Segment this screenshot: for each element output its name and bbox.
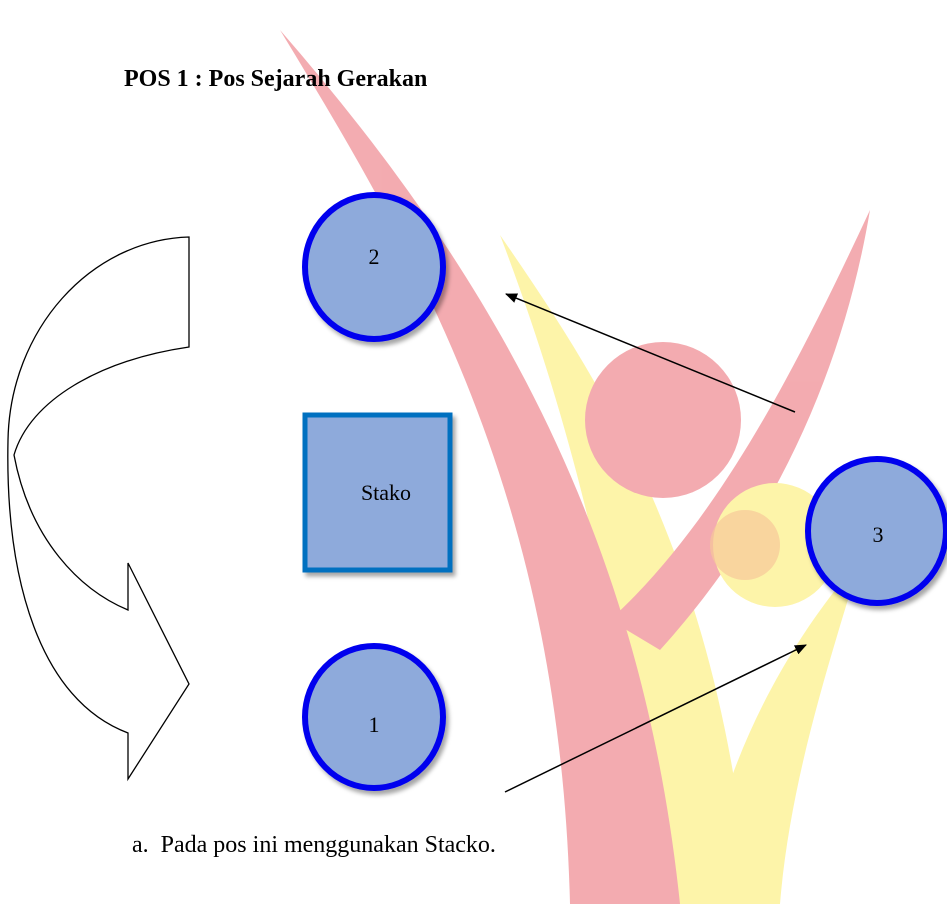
page-title: POS 1 : Pos Sejarah Gerakan [124,66,428,92]
node-pos-2-label: 2 [369,244,380,269]
watermark-yellow-swoosh [500,235,750,904]
watermark-red-left-swoosh [280,30,680,904]
node-pos-1: 1 [302,643,446,791]
watermark-red-dot [585,342,741,498]
node-pos-3: 3 [805,456,947,606]
watermark-orange-overlap [710,510,780,580]
stako-box: Stako [302,412,453,573]
watermark-red-right-swoosh [610,210,870,650]
caption-marker: a. [132,832,149,858]
curved-arrow-icon [7,236,190,782]
stako-label: Stako [361,480,411,505]
node-pos-2: 2 [302,192,446,342]
arrow-pos3-to-pos2 [505,293,796,413]
watermark-logo [280,30,870,904]
caption-text: Pada pos ini menggunakan Stacko. [160,832,496,858]
watermark-yellow-right [700,560,860,904]
caption-list-item: a. Pada pos ini menggunakan Stacko. [132,832,496,859]
node-pos-3-label: 3 [873,522,884,547]
arrow-pos1-to-pos3 [504,644,807,793]
node-pos-1-label: 1 [369,712,380,737]
